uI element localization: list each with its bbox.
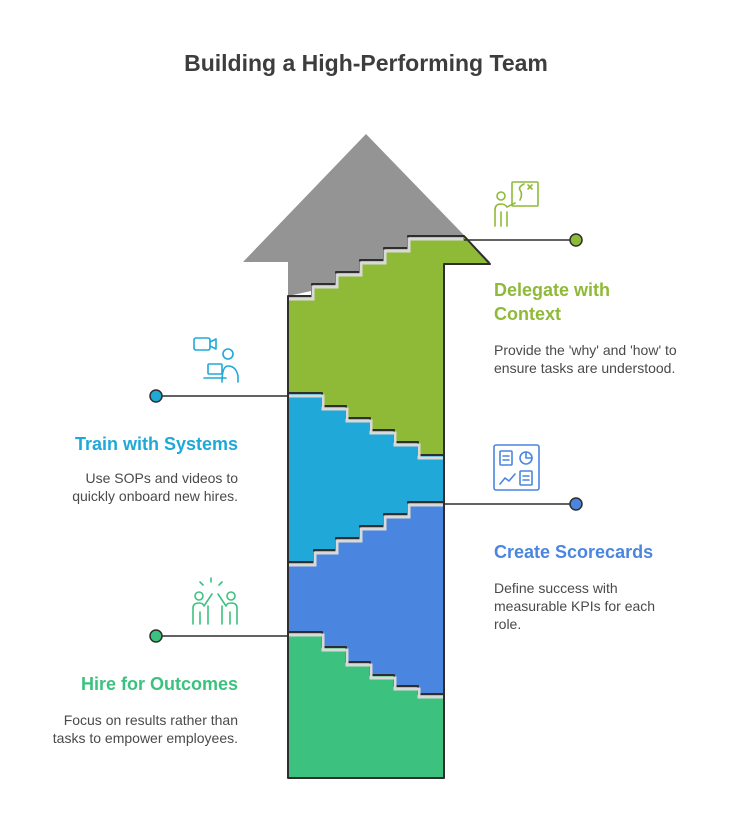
scorecards-description: Define success with measurable KPIs for … bbox=[494, 580, 656, 632]
connector-delegate bbox=[464, 233, 583, 247]
step-highlights bbox=[289, 237, 463, 699]
train-heading: Train with Systems bbox=[74, 434, 238, 454]
train-description: Use SOPs and videos to quickly onboard n… bbox=[72, 470, 238, 504]
scorecards-heading: Create Scorecards bbox=[494, 542, 654, 562]
hire-description: Focus on results rather than tasks to em… bbox=[52, 712, 238, 746]
diagram-title: Building a High-Performing Team bbox=[184, 50, 548, 76]
connector-train bbox=[149, 389, 288, 403]
connector-scorecards bbox=[444, 497, 583, 511]
delegate-description: Provide the 'why' and 'how' to ensure ta… bbox=[494, 342, 677, 376]
connector-hire bbox=[149, 629, 288, 643]
hire-heading: Hire for Outcomes bbox=[80, 674, 238, 694]
video-training-icon bbox=[193, 337, 239, 383]
dashboard-kpi-icon bbox=[493, 444, 540, 491]
delegate-heading: Delegate with Context bbox=[494, 280, 611, 324]
high-five-icon bbox=[192, 577, 238, 625]
presenter-at-board-icon bbox=[494, 181, 539, 227]
